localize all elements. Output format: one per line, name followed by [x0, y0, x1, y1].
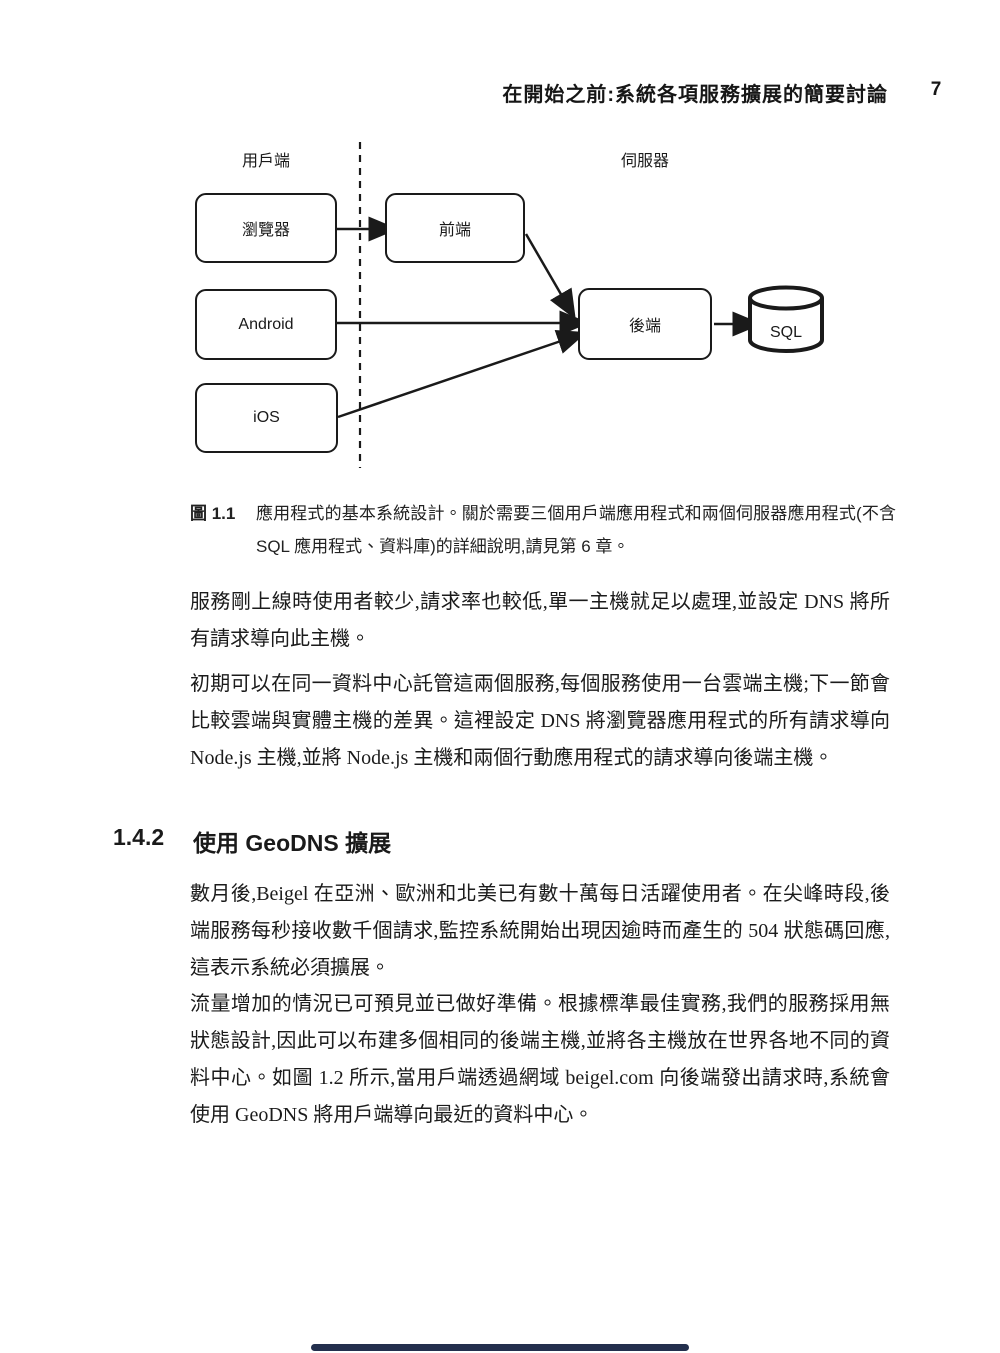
running-header-title: 在開始之前:系統各項服務擴展的簡要討論 [502, 84, 888, 106]
figure-caption-label: 圖 1.1 [190, 504, 236, 523]
paragraph-1: 服務剛上線時使用者較少,請求率也較低,單一主機就足以處理,並設定 DNS 將所有… [190, 591, 890, 650]
node-ios: iOS [195, 383, 338, 453]
paragraph-3: 數月後,Beigel 在亞洲、歐洲和北美已有數十萬每日活躍使用者。在尖峰時段,後… [190, 883, 890, 979]
node-android: Android [195, 289, 337, 360]
figure-caption-text: 應用程式的基本系統設計。關於需要三個用戶端應用程式和兩個伺服器應用程式(不含 S… [256, 504, 896, 556]
diagram-connectors-layer [337, 142, 824, 468]
figure-1-1-diagram: 用戶端 伺服器 瀏覽器 前端 Android 後端 iOS SQL [0, 0, 1000, 500]
paragraph-4: 流量增加的情況已可預見並已做好準備。根據標準最佳實務,我們的服務採用無狀態設計,… [190, 993, 890, 1126]
node-sql-label: SQL [769, 324, 802, 341]
section-title: 使用 GeoDNS 擴展 [193, 830, 392, 856]
zone-label-client: 用戶端 [241, 153, 290, 170]
node-frontend: 前端 [385, 193, 525, 263]
page-number: 7 [930, 79, 942, 100]
zone-label-server: 伺服器 [620, 153, 669, 170]
node-backend: 後端 [578, 288, 712, 360]
arrow-ios-to-backend [337, 329, 588, 419]
database-cylinder-icon [748, 285, 824, 353]
node-browser: 瀏覽器 [195, 193, 337, 263]
section-number: 1.4.2 [113, 824, 165, 850]
home-indicator-pill[interactable] [311, 1344, 689, 1351]
figure-caption: 圖 1.1 應用程式的基本系統設計。關於需要三個用戶端應用程式和兩個伺服器應用程… [190, 497, 896, 563]
paragraph-2: 初期可以在同一資料中心託管這兩個服務,每個服務使用一台雲端主機;下一節會比較雲端… [190, 673, 890, 769]
section-heading-1-4-2: 1.4.2 使用 GeoDNS 擴展 [113, 824, 391, 858]
arrow-frontend-to-backend [524, 233, 576, 320]
